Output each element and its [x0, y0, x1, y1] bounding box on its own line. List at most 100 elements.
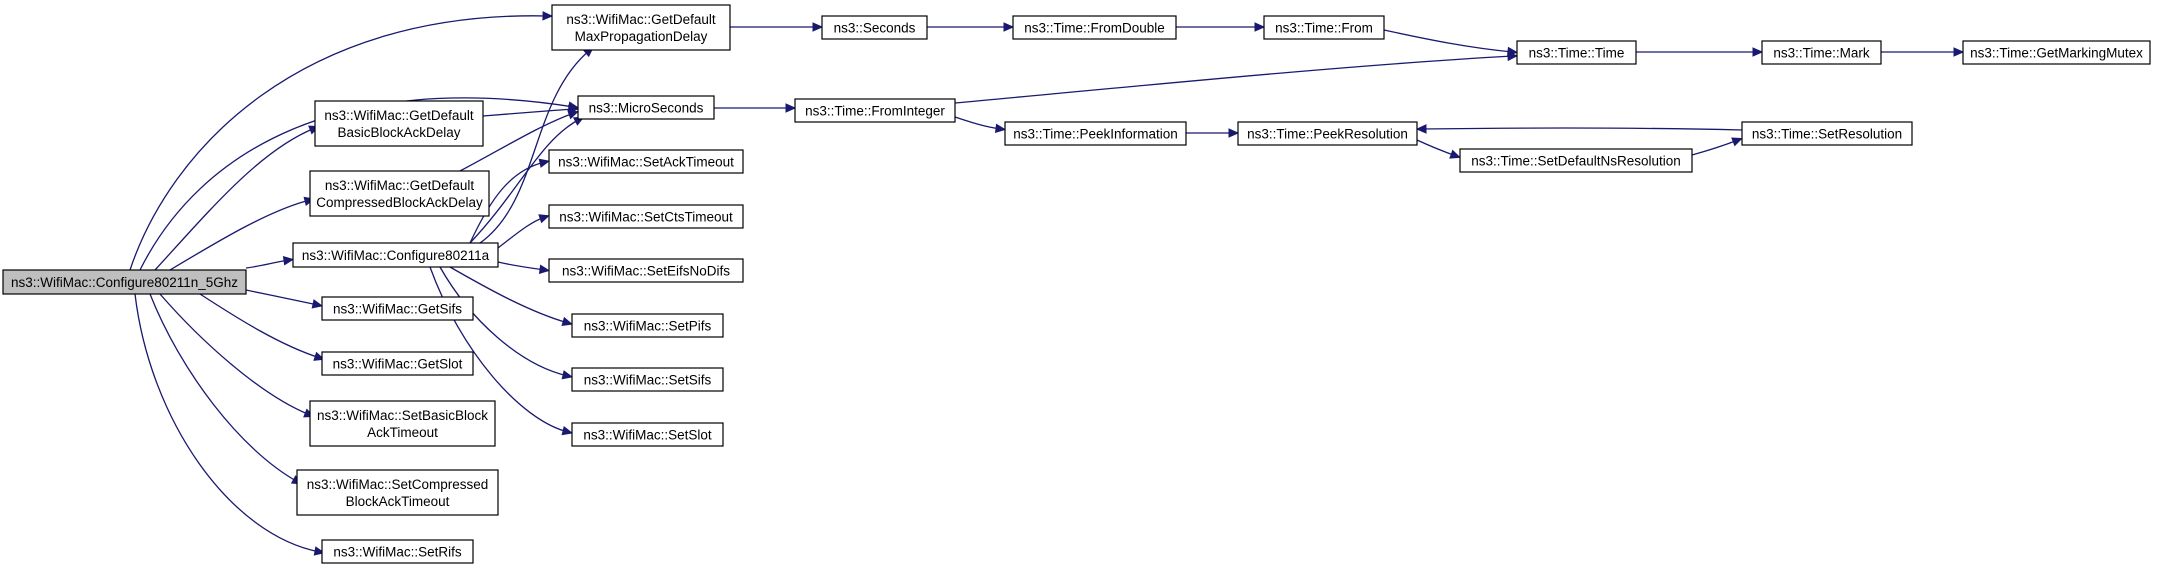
- node-label: ns3::Time::FromDouble: [1024, 21, 1165, 36]
- node-setslot[interactable]: ns3::WifiMac::SetSlot: [571, 422, 724, 447]
- arrowhead-icon: [1003, 22, 1015, 32]
- node-box: [321, 296, 474, 321]
- node-label: BasicBlockAckDelay: [337, 125, 460, 140]
- node-box: [1741, 121, 1913, 146]
- node-time[interactable]: ns3::Time::Time: [1516, 40, 1637, 65]
- node-box: [1516, 40, 1637, 65]
- edge-line: [439, 266, 569, 377]
- edge-line: [1416, 139, 1457, 157]
- edge-line: [497, 261, 546, 271]
- node-configure80211a[interactable]: ns3::WifiMac::Configure80211a: [292, 242, 499, 268]
- edge-line: [139, 97, 575, 271]
- edge-frominteger-to-peekinformation: [954, 116, 1007, 134]
- node-microseconds[interactable]: ns3::MicroSeconds: [577, 95, 715, 120]
- node-peekresolution[interactable]: ns3::Time::PeekResolution: [1237, 121, 1418, 146]
- node-setcompressedblockacktimeout[interactable]: ns3::WifiMac::SetCompressedBlockAckTimeo…: [296, 469, 499, 516]
- node-setresolution[interactable]: ns3::Time::SetResolution: [1741, 121, 1913, 146]
- node-box: [1263, 15, 1385, 40]
- node-setctstimeout[interactable]: ns3::WifiMac::SetCtsTimeout: [548, 204, 744, 229]
- node-label: ns3::Time::From: [1275, 21, 1373, 36]
- node-label: ns3::Time::Time: [1529, 46, 1625, 61]
- edge-line: [497, 216, 546, 249]
- arrowhead-icon: [538, 264, 551, 275]
- node-configure80211n-5ghz[interactable]: ns3::WifiMac::Configure80211n_5Ghz: [2, 269, 247, 295]
- node-fromdouble[interactable]: ns3::Time::FromDouble: [1012, 15, 1177, 40]
- node-box: [292, 242, 499, 268]
- node-label: ns3::WifiMac::SetSlot: [583, 428, 712, 443]
- node-label: ns3::WifiMac::SetSifs: [584, 373, 712, 388]
- node-label: ns3::WifiMac::SetAckTimeout: [558, 155, 734, 170]
- node-box: [1004, 121, 1187, 146]
- node-label: ns3::WifiMac::SetPifs: [584, 319, 712, 334]
- arrowhead-icon: [1254, 22, 1266, 32]
- node-getmarkingmutex[interactable]: ns3::Time::GetMarkingMutex: [1962, 40, 2151, 65]
- edge-line: [954, 116, 1002, 130]
- edge-line: [469, 118, 581, 244]
- node-getsifs[interactable]: ns3::WifiMac::GetSifs: [321, 296, 474, 321]
- arrowhead-icon: [311, 299, 324, 309]
- node-peekinformation[interactable]: ns3::Time::PeekInformation: [1004, 121, 1187, 146]
- edge-time-to-mark: [1636, 47, 1764, 57]
- node-box: [309, 170, 490, 217]
- node-box: [309, 400, 496, 447]
- edge-configure80211n_5ghz-to-getsifs: [245, 289, 324, 309]
- node-getslot[interactable]: ns3::WifiMac::GetSlot: [321, 351, 474, 376]
- edge-line: [134, 293, 321, 553]
- edge-configure80211n_5ghz-to-getslot: [199, 293, 325, 361]
- node-frominteger[interactable]: ns3::Time::FromInteger: [794, 98, 956, 123]
- node-setrifs[interactable]: ns3::WifiMac::SetRifs: [321, 539, 474, 564]
- node-box: [571, 422, 724, 447]
- nodes-layer: ns3::WifiMac::Configure80211n_5Ghzns3::W…: [2, 4, 2151, 564]
- node-seconds[interactable]: ns3::Seconds: [821, 15, 928, 40]
- arrowhead-icon: [542, 11, 554, 21]
- node-box: [1237, 121, 1418, 146]
- edge-frominteger-to-time: [954, 51, 1519, 104]
- node-mark[interactable]: ns3::Time::Mark: [1761, 40, 1882, 65]
- node-seteifsnodifs[interactable]: ns3::WifiMac::SetEifsNoDifs: [548, 258, 744, 283]
- arrowhead-icon: [313, 351, 325, 361]
- node-box: [571, 367, 724, 392]
- node-label: ns3::Time::GetMarkingMutex: [1970, 46, 2143, 61]
- node-label: AckTimeout: [367, 425, 438, 440]
- node-box: [1962, 40, 2151, 65]
- edge-line: [129, 15, 549, 271]
- edge-microseconds-to-frominteger: [713, 103, 797, 113]
- node-box: [2, 269, 247, 295]
- node-setsifs[interactable]: ns3::WifiMac::SetSifs: [571, 367, 724, 392]
- node-getdefault-maxprop[interactable]: ns3::WifiMac::GetDefaultMaxPropagationDe…: [551, 4, 731, 51]
- node-label: ns3::Seconds: [834, 21, 916, 36]
- edge-configure80211a-to-setsifs: [439, 266, 574, 380]
- edge-line: [482, 108, 575, 117]
- edge-line: [245, 259, 290, 269]
- node-setacktimeout[interactable]: ns3::WifiMac::SetAckTimeout: [548, 149, 744, 174]
- node-box: [794, 98, 956, 123]
- node-label: MaxPropagationDelay: [575, 29, 708, 44]
- edge-line: [154, 127, 316, 271]
- node-setpifs[interactable]: ns3::WifiMac::SetPifs: [571, 313, 724, 338]
- node-setdefaultnsresolution[interactable]: ns3::Time::SetDefaultNsResolution: [1459, 148, 1693, 173]
- arrowhead-icon: [538, 214, 550, 224]
- node-label: ns3::WifiMac::SetCtsTimeout: [559, 210, 733, 225]
- node-label: CompressedBlockAckDelay: [316, 195, 483, 210]
- node-label: ns3::WifiMac::Configure80211n_5Ghz: [11, 275, 238, 290]
- node-box: [1459, 148, 1693, 173]
- node-label: ns3::WifiMac::GetDefault: [325, 178, 475, 193]
- node-box: [314, 100, 484, 147]
- node-from[interactable]: ns3::Time::From: [1263, 15, 1385, 40]
- edge-configure80211n_5ghz-to-getdefault_maxprop: [129, 11, 554, 271]
- edge-configure80211a-to-setctstimeout: [497, 214, 550, 249]
- edge-line: [469, 161, 546, 244]
- arrowhead-icon: [1415, 124, 1427, 134]
- node-getdefault-compressedblockack[interactable]: ns3::WifiMac::GetDefaultCompressedBlockA…: [309, 170, 490, 217]
- arrowhead-icon: [785, 103, 797, 113]
- node-label: ns3::Time::FromInteger: [805, 104, 945, 119]
- arrowhead-icon: [282, 256, 295, 266]
- edge-line: [245, 289, 319, 306]
- node-getdefault-basicblockack[interactable]: ns3::WifiMac::GetDefaultBasicBlockAckDel…: [314, 100, 484, 147]
- node-box: [1012, 15, 1177, 40]
- arrowhead-icon: [994, 123, 1007, 134]
- edge-setresolution-to-peekresolution: [1415, 124, 1743, 134]
- node-label: BlockAckTimeout: [346, 494, 450, 509]
- node-label: ns3::WifiMac::GetDefault: [324, 108, 474, 123]
